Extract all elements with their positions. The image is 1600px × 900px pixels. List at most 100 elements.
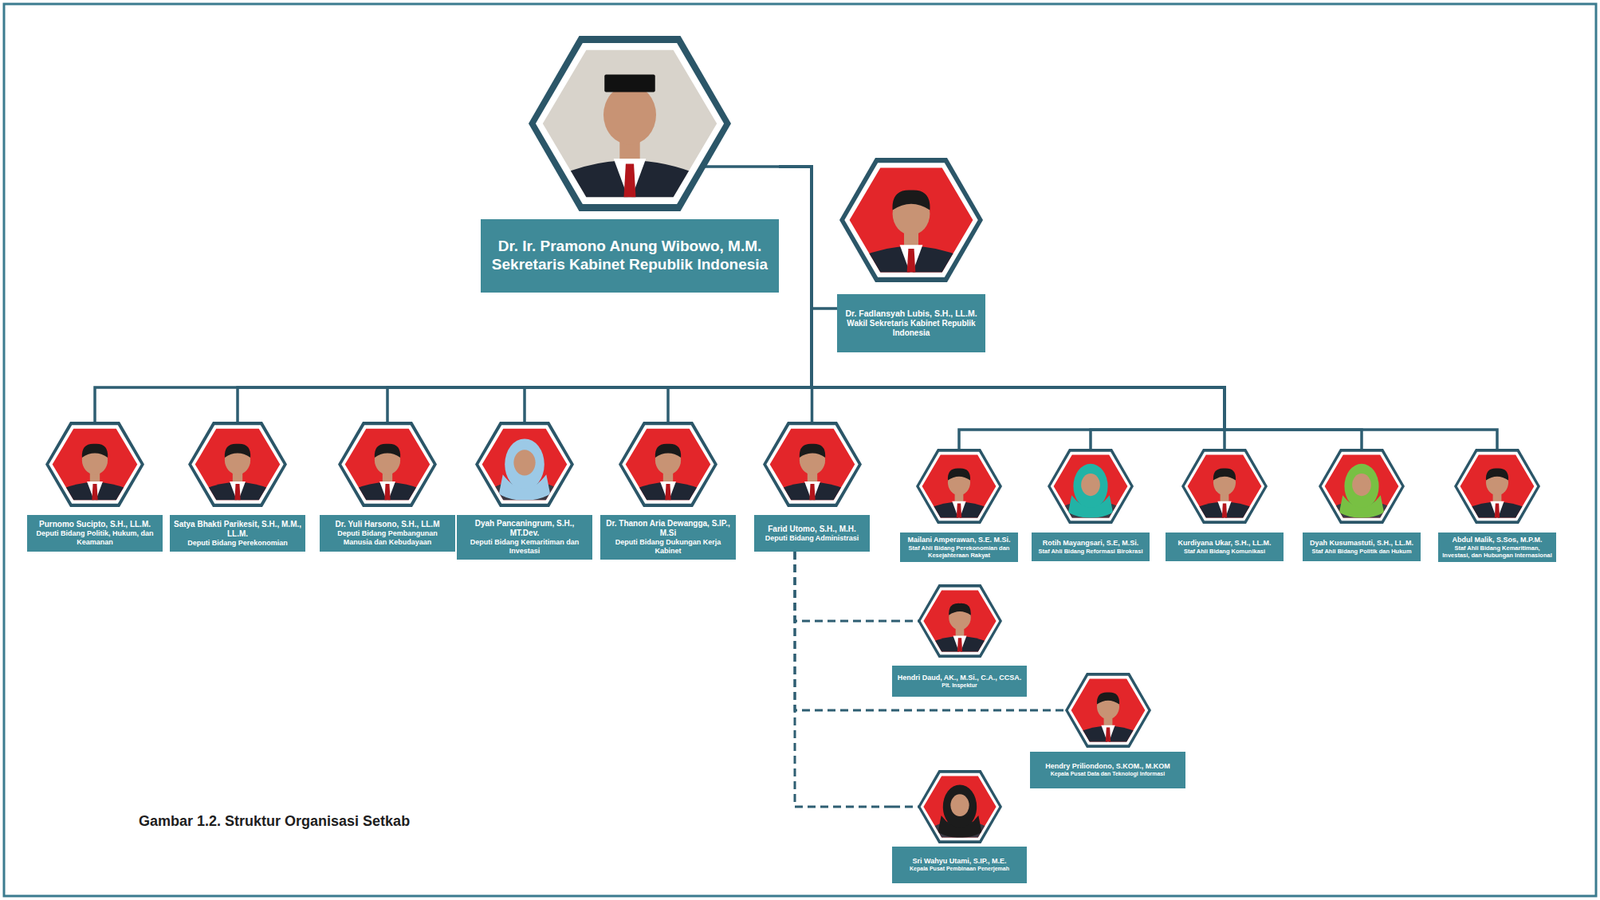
portrait-hijab	[504, 438, 545, 490]
portrait	[1047, 448, 1134, 524]
name-plate: Dr. Fadlansyah Lubis, S.H., LL.M.Wakil S…	[837, 294, 986, 353]
portrait-background	[839, 157, 983, 283]
org-connector	[778, 166, 1225, 449]
portrait-background	[1047, 448, 1134, 524]
person-name: Dr. Ir. Pramono Anung Wibowo, M.M.	[487, 237, 773, 256]
portrait-background	[1318, 448, 1405, 524]
position-title: Kepala Pusat Pembinaan Penerjemah	[895, 865, 1024, 873]
photo-hexagon	[1065, 672, 1152, 748]
org-connector	[778, 166, 838, 309]
hex-border	[1181, 448, 1268, 524]
portrait-shirt	[1100, 725, 1115, 745]
position-title: Staf Ahli Bidang Politik dan Hukum	[1305, 547, 1418, 555]
person-card: Purnomo Sucipto, S.H., LL.M.Deputi Bidan…	[27, 421, 163, 552]
portrait-hair	[1096, 691, 1119, 704]
hex-border	[1065, 672, 1152, 748]
position-title: Deputi Bidang Dukungan Kerja Kabinet	[603, 538, 733, 556]
hex-border	[917, 584, 1003, 658]
portrait-shirt	[86, 481, 103, 504]
dashed-stub	[892, 805, 919, 809]
name-plate: Satya Bhakti Parikesit, S.H., M.M., LL.M…	[169, 514, 306, 552]
person-name: Mailani Amperawan, S.E. M.Si.	[903, 535, 1015, 545]
hex-border	[528, 35, 732, 212]
position-title: Deputi Bidang Pembangunan Manusia dan Ke…	[322, 529, 453, 547]
photo-hexagon	[1181, 448, 1268, 524]
portrait-tie	[956, 503, 962, 519]
photo-hexagon	[475, 421, 574, 508]
hex-border	[839, 157, 983, 283]
name-plate: Dr. Yuli Harsono, S.H., LL.MDeputi Bidan…	[319, 514, 456, 552]
dashed-stub	[892, 620, 919, 623]
name-plate: Dr. Ir. Pramono Anung Wibowo, M.M.Sekret…	[480, 219, 779, 293]
portrait-hijab	[942, 784, 976, 829]
person-card: Abdul Malik, S.Sos, M.P.M.Staf Ahli Bida…	[1438, 448, 1557, 563]
portrait-face	[950, 794, 969, 817]
hex-border	[618, 421, 718, 508]
portrait	[338, 421, 437, 508]
portrait-shirt	[613, 158, 647, 203]
portrait	[1454, 448, 1541, 524]
name-plate: Hendri Daud, AK., M.Si., C.A., CCSA.Plt.…	[892, 665, 1027, 697]
portrait	[475, 421, 574, 508]
portrait-hair	[224, 444, 251, 458]
portrait-tie	[384, 483, 390, 501]
portrait-background	[915, 448, 1003, 524]
portrait-tie	[907, 248, 916, 274]
person-card: Dr. Thanon Aria Dewangga, S.IP., M.SiDep…	[600, 421, 736, 560]
person-card: Mailani Amperawan, S.E. M.Si.Staf Ahli B…	[900, 448, 1019, 563]
portrait-hair	[798, 444, 825, 458]
portrait-tie	[1104, 727, 1110, 743]
portrait-hijab-drape	[1339, 495, 1384, 519]
person-name: Hendri Daud, AK., M.Si., C.A., CCSA.	[895, 673, 1024, 683]
org-connector	[668, 166, 812, 422]
portrait-suit	[923, 636, 995, 658]
name-plate: Farid Utomo, S.H., M.H.Deputi Bidang Adm…	[754, 514, 870, 552]
hex-border	[475, 421, 574, 508]
portrait-hijab-drape	[499, 474, 551, 501]
portrait-suit	[1071, 726, 1144, 748]
person-card: Sri Wahyu Utami, S.IP., M.E.Kepala Pusat…	[892, 770, 1027, 884]
person-name: Dr. Thanon Aria Dewangga, S.IP., M.Si	[603, 518, 733, 539]
dashed-connector	[794, 551, 893, 807]
person-name: Kurdiyana Ukar, S.H., LL.M.	[1168, 538, 1281, 548]
person-name: Dyah Pancaningrum, S.H., MT.Dev.	[459, 518, 590, 539]
position-title: Deputi Bidang Perekonomian	[172, 538, 303, 548]
hex-border	[45, 421, 145, 508]
person-name: Sri Wahyu Utami, S.IP., M.E.	[895, 857, 1024, 866]
portrait-background	[45, 421, 145, 508]
photo-hexagon	[618, 421, 718, 508]
photo-hexagon	[917, 770, 1003, 844]
portrait-shirt	[1489, 501, 1504, 521]
name-plate: Sri Wahyu Utami, S.IP., M.E.Kepala Pusat…	[892, 846, 1027, 884]
person-name: Satya Bhakti Parikesit, S.H., M.M., LL.M…	[172, 519, 303, 539]
portrait-hair	[948, 603, 972, 616]
name-plate: Purnomo Sucipto, S.H., LL.M.Deputi Bidan…	[27, 514, 163, 552]
portrait-face	[1081, 473, 1101, 496]
portrait-tie	[956, 637, 962, 653]
portrait-suit	[770, 482, 854, 508]
photo-hexagon	[45, 421, 145, 508]
portrait	[1065, 672, 1152, 748]
portrait-tie	[91, 483, 98, 501]
hex-border	[1047, 448, 1134, 524]
photo-hexagon	[917, 584, 1003, 658]
portrait-hair	[1485, 467, 1509, 480]
portrait	[618, 421, 718, 508]
dashed-connector	[794, 551, 1030, 711]
name-plate: Hendry Priliondono, S.KOM., M.KOMKepala …	[1029, 751, 1186, 789]
portrait	[839, 157, 983, 283]
portrait-background	[762, 421, 862, 508]
portrait-hijab-drape	[1068, 495, 1113, 519]
portrait	[917, 770, 1003, 844]
portrait-shirt	[951, 501, 966, 521]
portrait-suit	[626, 482, 710, 508]
dashed-stub	[1029, 709, 1066, 712]
position-title: Staf Ahli Bidang Perekonomian dan Keseja…	[903, 544, 1015, 559]
portrait-background	[338, 421, 437, 508]
portrait-shirt	[379, 481, 396, 504]
person-card: Hendry Priliondono, S.KOM., M.KOMKepala …	[1029, 672, 1186, 789]
portrait-background	[1065, 672, 1152, 748]
hex-border	[338, 421, 437, 508]
portrait-suit	[1461, 502, 1534, 524]
